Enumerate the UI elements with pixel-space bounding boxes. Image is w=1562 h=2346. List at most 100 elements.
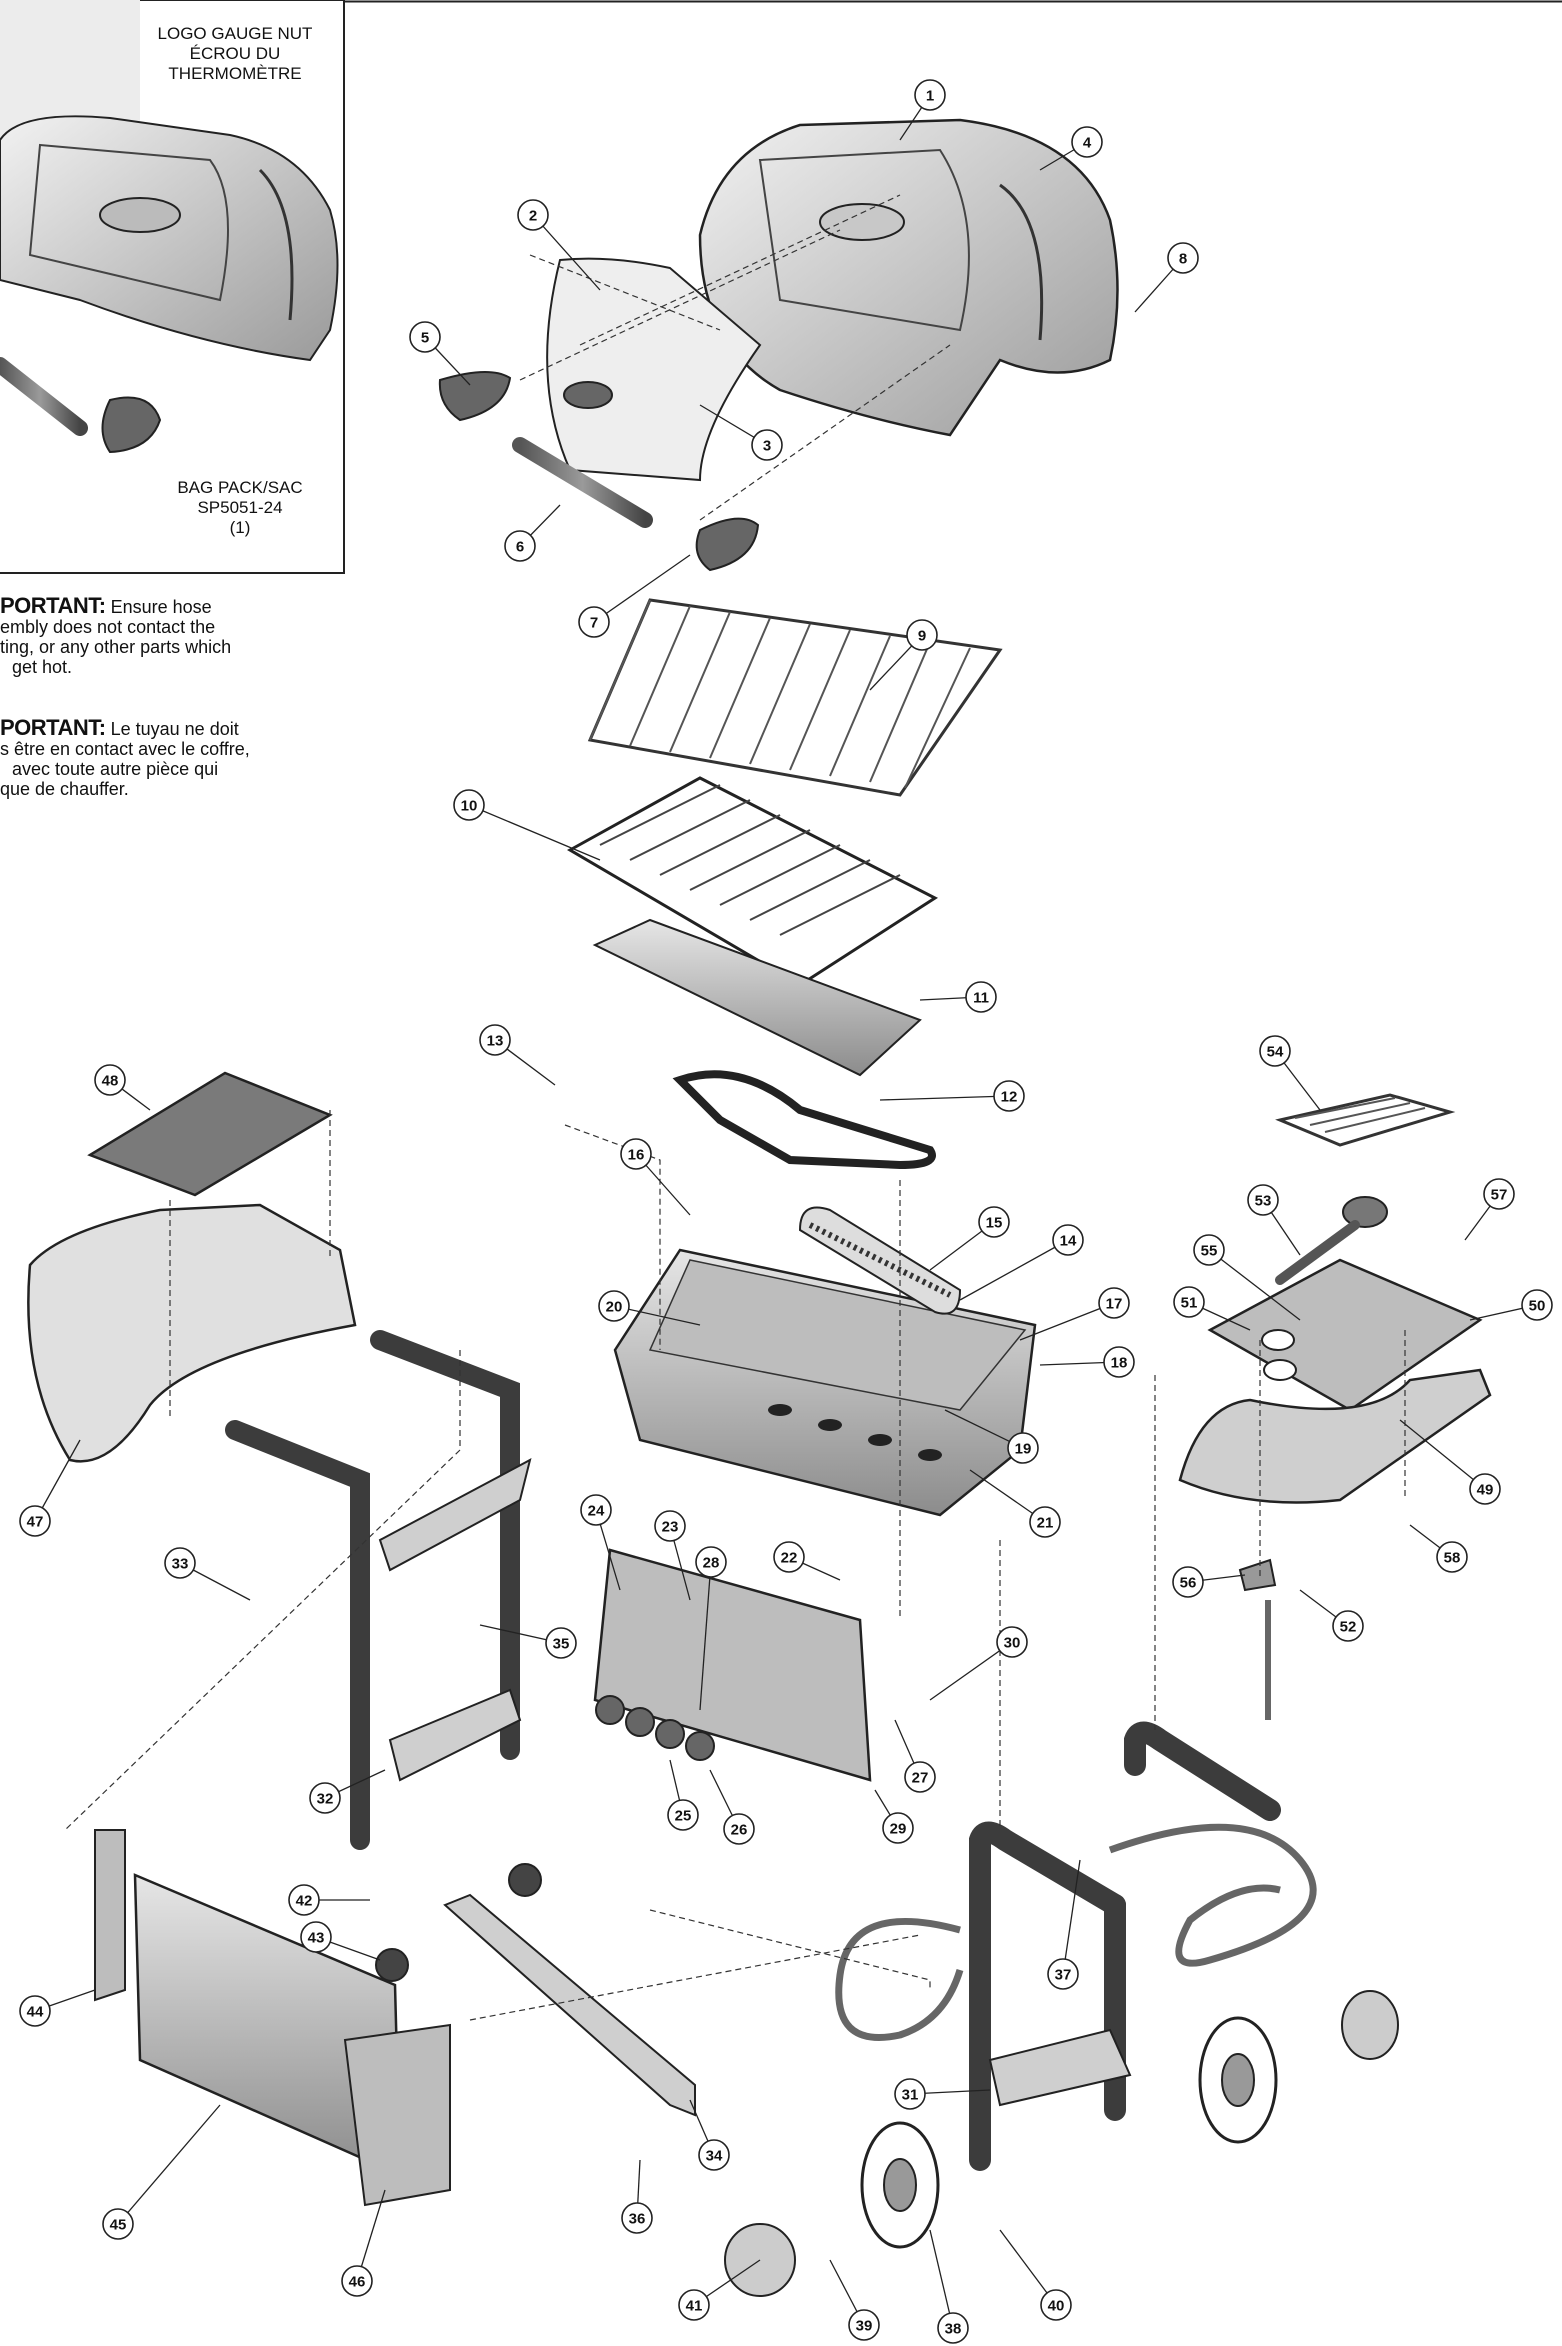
callout-number-46: 46 [349, 2274, 366, 2291]
callout-number-2: 2 [529, 208, 537, 225]
important-fr-line-3: que de chauffer. [0, 779, 129, 799]
callout-circle-9 [906, 619, 938, 651]
callout-circle-49 [1469, 1473, 1501, 1505]
callout-6: 6 [504, 504, 561, 562]
callout-circle-22 [773, 1541, 805, 1573]
callout-15: 15 [929, 1206, 1010, 1271]
callout-circle-33 [164, 1547, 196, 1579]
callout-circle-54 [1259, 1035, 1291, 1067]
callout-number-20: 20 [606, 1299, 623, 1316]
callout-number-12: 12 [1001, 1089, 1018, 1106]
callout-5: 5 [409, 321, 471, 386]
bag-pack-line-3: (1) [229, 518, 251, 537]
callout-41: 41 [678, 2259, 761, 2321]
callout-38: 38 [929, 2229, 969, 2344]
callout-circle-16 [620, 1138, 652, 1170]
callout-number-53: 53 [1255, 1193, 1272, 1210]
callout-circle-45 [102, 2208, 134, 2240]
callout-number-6: 6 [516, 539, 524, 556]
callout-leader-28 [699, 1561, 712, 1711]
callout-circle-42 [288, 1884, 320, 1916]
important-en-line-3: get hot. [12, 657, 73, 677]
callout-circle-41 [678, 2289, 710, 2321]
callout-leader-38 [929, 2229, 954, 2329]
callout-leader-49 [1399, 1419, 1486, 1490]
callout-9: 9 [869, 619, 938, 691]
callout-number-8: 8 [1179, 251, 1187, 268]
callout-circle-11 [965, 981, 997, 1013]
callout-number-29: 29 [890, 1821, 907, 1838]
callout-leader-17 [1019, 1302, 1115, 1341]
callout-34: 34 [689, 2099, 730, 2171]
callout-number-5: 5 [421, 330, 429, 347]
valve-56 [1238, 1558, 1277, 1720]
callout-number-33: 33 [172, 1556, 189, 1573]
callout-circle-3 [751, 429, 783, 461]
important-note-en: PORTANT: Ensure hose embly does not cont… [0, 595, 232, 678]
callout-circle-8 [1167, 242, 1199, 274]
callout-8: 8 [1134, 242, 1199, 313]
gas-hose [835, 1823, 1317, 2041]
callout-circle-36 [621, 2202, 653, 2234]
callout-number-38: 38 [945, 2321, 962, 2338]
callout-leader-46 [356, 2189, 386, 2282]
callout-37: 37 [1047, 1859, 1081, 1990]
important-en-line-2: ting, or any other parts which [0, 637, 232, 657]
callout-number-30: 30 [1004, 1635, 1021, 1652]
callout-number-55: 55 [1201, 1243, 1218, 1260]
callout-10: 10 [453, 789, 601, 861]
callout-53: 53 [1247, 1184, 1301, 1256]
callout-30: 30 [929, 1626, 1028, 1701]
callout-14: 14 [959, 1224, 1084, 1301]
shelf-frame-47 [27, 1203, 357, 1463]
callout-circle-26 [723, 1813, 755, 1845]
callout-number-3: 3 [763, 438, 771, 455]
callout-circle-46 [341, 2265, 373, 2297]
callout-number-52: 52 [1340, 1619, 1357, 1636]
handle-parts [438, 370, 760, 572]
callout-3: 3 [699, 404, 783, 461]
callout-7: 7 [578, 554, 691, 638]
important-fr-line-2: avec toute autre pièce qui [12, 759, 219, 779]
callout-number-26: 26 [731, 1822, 748, 1839]
callout-leader-7 [593, 554, 691, 623]
callout-2: 2 [517, 199, 601, 291]
callout-number-23: 23 [662, 1519, 679, 1536]
callout-circle-14 [1052, 1224, 1084, 1256]
callout-circle-4 [1071, 126, 1103, 158]
callout-55: 55 [1193, 1234, 1301, 1321]
callout-circle-12 [993, 1080, 1025, 1112]
important-fr-text-1: Le tuyau ne doit [110, 719, 239, 739]
callout-13: 13 [479, 1024, 556, 1086]
callout-circle-18 [1103, 1346, 1135, 1378]
callout-43: 43 [300, 1921, 381, 1961]
callout-58: 58 [1409, 1524, 1468, 1573]
callout-42: 42 [288, 1884, 370, 1916]
callout-number-17: 17 [1106, 1296, 1123, 1313]
callout-number-43: 43 [308, 1930, 325, 1947]
important-en-text-1: Ensure hose [110, 597, 212, 617]
callout-circle-39 [848, 2309, 880, 2341]
callout-number-41: 41 [686, 2298, 703, 2315]
callout-23: 23 [654, 1510, 691, 1601]
callout-number-10: 10 [461, 798, 478, 815]
cart-frame-32 [225, 1330, 532, 1850]
callout-leader-30 [929, 1641, 1013, 1701]
callout-circle-23 [654, 1510, 686, 1542]
callout-number-39: 39 [856, 2318, 873, 2335]
callout-49: 49 [1399, 1419, 1501, 1505]
brace-34 [443, 1893, 696, 2117]
callout-4: 4 [1039, 126, 1103, 171]
callout-circle-48 [94, 1064, 126, 1096]
callout-circle-25 [667, 1799, 699, 1831]
bag-pack-label: BAG PACK/SAC SP5051-24 (1) [160, 478, 320, 538]
callout-circle-53 [1247, 1184, 1279, 1216]
callout-number-42: 42 [296, 1893, 313, 1910]
callout-20: 20 [598, 1290, 701, 1326]
callout-circle-13 [479, 1024, 511, 1056]
callout-number-19: 19 [1015, 1441, 1032, 1458]
logo-gauge-nut-line-1: LOGO GAUGE NUT [157, 24, 313, 43]
callout-number-58: 58 [1444, 1550, 1461, 1567]
lid-panel-2 [546, 257, 762, 482]
important-note-fr: PORTANT: Le tuyau ne doit s être en cont… [0, 717, 250, 800]
